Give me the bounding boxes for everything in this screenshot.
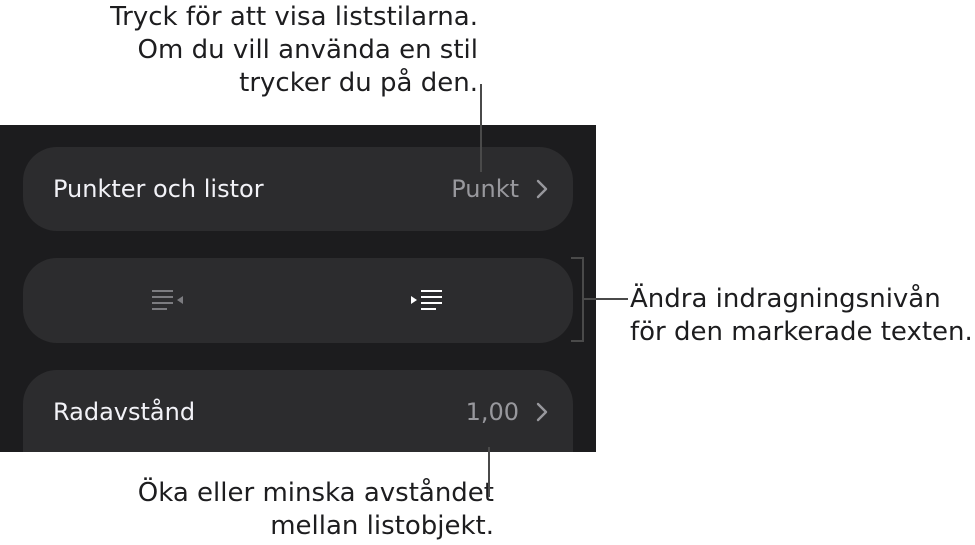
line-spacing-row[interactable]: Radavstånd 1,00 (23, 370, 573, 452)
callout-line-spacing: Öka eller minska avståndet mellan listob… (138, 477, 494, 543)
outdent-icon[interactable] (149, 284, 185, 316)
bullets-and-lists-label: Punkter och listor (53, 175, 264, 203)
format-panel: Punkter och listor Punkt Ra (0, 125, 596, 452)
callout-line: Om du vill använda en stil (137, 35, 478, 65)
bullets-style-value: Punkt (451, 175, 519, 203)
callout-leader-line (583, 298, 628, 300)
bullets-and-lists-row[interactable]: Punkter och listor Punkt (23, 147, 573, 231)
callout-indent-level: Ändra indragningsnivån för den markerade… (630, 283, 973, 349)
callout-line: trycker du på den. (239, 68, 478, 98)
callout-line: för den markerade texten. (630, 317, 973, 347)
callout-line: Öka eller minska avståndet (137, 478, 494, 508)
callout-list-styles: Tryck för att visa liststilarna. Om du v… (110, 1, 478, 100)
callout-bracket (571, 340, 583, 342)
line-spacing-value: 1,00 (465, 398, 519, 426)
callout-leader-line (480, 84, 482, 172)
callout-line: mellan listobjekt. (270, 511, 494, 541)
callout-line: Ändra indragningsnivån (630, 284, 941, 314)
indent-icon[interactable] (409, 284, 445, 316)
indent-controls-row (23, 258, 573, 343)
callout-bracket (571, 257, 583, 259)
chevron-right-icon (536, 179, 548, 199)
callout-line: Tryck för att visa liststilarna. (110, 2, 478, 32)
line-spacing-label: Radavstånd (53, 398, 196, 426)
callout-leader-line (488, 447, 490, 497)
chevron-right-icon (536, 402, 548, 422)
